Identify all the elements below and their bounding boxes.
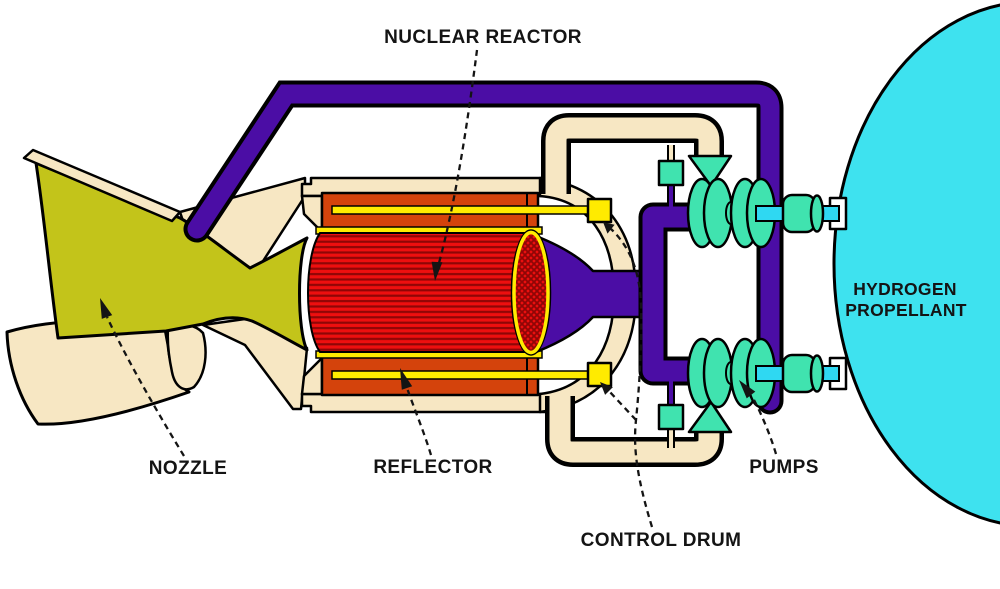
leader-nuclear-reactor (437, 49, 479, 264)
shaft-coupling-top-flange (809, 194, 825, 233)
label-pumps: PUMPS (749, 457, 819, 478)
coolant-pipe-top (545, 117, 720, 194)
core-endcap-outline (510, 229, 552, 356)
casing-band-bottom (300, 392, 548, 414)
nozzle-lip (22, 148, 182, 223)
label-nozzle: NOZZLE (149, 458, 227, 479)
control-drum-group (331, 197, 613, 388)
leader-reflector (405, 387, 433, 456)
control-rod-top (331, 205, 591, 215)
leader-control-drum-branch (608, 390, 637, 421)
arrow-pumps (739, 380, 756, 399)
coupling-group (781, 193, 825, 394)
label-reflector: REFLECTOR (373, 457, 492, 478)
nozzle-skirt-inner-flap (166, 323, 207, 391)
leader-arrowheads (100, 222, 756, 399)
arrow-nuclear-reactor (431, 261, 443, 281)
bypass-valve-bottom (657, 403, 685, 431)
control-rod-bottom (331, 370, 591, 380)
bypass-valve-top (657, 159, 685, 187)
label-control-drum: CONTROL DRUM (581, 530, 742, 551)
turbine-inlet-funnel-top (687, 154, 733, 188)
coolant-pipe-bottom (549, 396, 720, 463)
pressure-vessel-group (300, 176, 638, 414)
nozzle-flow-path (34, 161, 309, 352)
label-propellant: PROPELLANT (845, 300, 967, 320)
leader-pumps (751, 397, 778, 455)
main-feed-pipe (187, 84, 780, 411)
hydrogen-tank (832, 3, 1000, 525)
leader-nozzle (105, 316, 185, 457)
arrow-nozzle (100, 298, 113, 319)
leader-control-drum (610, 228, 654, 528)
pump-manifold-pipe (642, 206, 691, 382)
shaft-coupling-bottom-flange (809, 354, 825, 393)
purple-pipes-group (187, 84, 780, 411)
coolant-pipes-group (545, 117, 720, 463)
reactor-core (307, 232, 533, 353)
arrow-control-drum-top (603, 222, 615, 234)
core-endcap (512, 230, 550, 355)
vessel-dome-wall (538, 176, 638, 414)
arrow-control-drum-bottom (600, 382, 613, 395)
leader-lines (105, 49, 778, 528)
labels: NUCLEAR REACTOR NOZZLE REFLECTOR CONTROL… (149, 27, 967, 551)
control-drum-actuator-bottom (586, 361, 613, 388)
label-nuclear-reactor: NUCLEAR REACTOR (384, 27, 582, 48)
label-hydrogen: HYDROGEN (853, 279, 957, 299)
arrow-reflector (400, 368, 413, 390)
turbine-inlet-funnel-bottom (687, 400, 733, 434)
nozzle-shell-group (5, 176, 309, 426)
control-drum-actuator-top (586, 197, 613, 224)
